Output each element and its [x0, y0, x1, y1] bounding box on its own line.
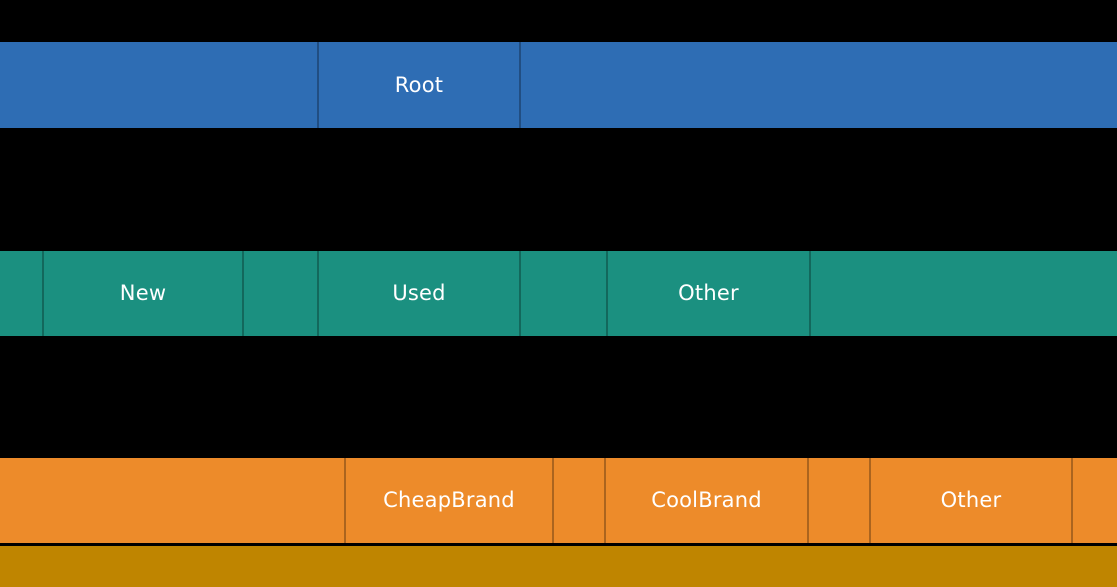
- icicle-node-unlabeled[interactable]: [808, 458, 870, 543]
- icicle-level-brand-level: CheapBrand CoolBrand Other: [0, 458, 1117, 543]
- icicle-node-unlabeled[interactable]: [520, 251, 607, 336]
- icicle-node-unlabeled[interactable]: [520, 42, 1117, 128]
- icicle-node-unlabeled[interactable]: [0, 546, 1117, 587]
- icicle-node-unlabeled[interactable]: [0, 458, 345, 543]
- icicle-node-unlabeled[interactable]: [243, 251, 318, 336]
- icicle-node-label: New: [119, 281, 167, 305]
- icicle-node-unlabeled[interactable]: [0, 251, 43, 336]
- icicle-node-cheapbrand[interactable]: CheapBrand: [345, 458, 553, 543]
- icicle-level-leaf-level: [0, 546, 1117, 587]
- icicle-node-other[interactable]: Other: [870, 458, 1072, 543]
- icicle-level-condition-level: New Used Other: [0, 251, 1117, 336]
- icicle-node-coolbrand[interactable]: CoolBrand: [605, 458, 808, 543]
- icicle-node-label: Other: [678, 281, 739, 305]
- icicle-node-label: CheapBrand: [383, 488, 515, 512]
- icicle-node-unlabeled[interactable]: [0, 42, 318, 128]
- icicle-node-unlabeled[interactable]: [1072, 458, 1117, 543]
- icicle-node-label: Used: [392, 281, 446, 305]
- icicle-level-root-level: Root: [0, 42, 1117, 128]
- icicle-node-unlabeled[interactable]: [553, 458, 605, 543]
- icicle-node-label: Root: [394, 72, 444, 97]
- icicle-node-used[interactable]: Used: [318, 251, 520, 336]
- icicle-node-root[interactable]: Root: [318, 42, 520, 128]
- icicle-node-other[interactable]: Other: [607, 251, 810, 336]
- icicle-node-new[interactable]: New: [43, 251, 243, 336]
- icicle-node-unlabeled[interactable]: [810, 251, 1117, 336]
- icicle-node-label: Other: [940, 488, 1002, 512]
- icicle-node-label: CoolBrand: [651, 488, 762, 512]
